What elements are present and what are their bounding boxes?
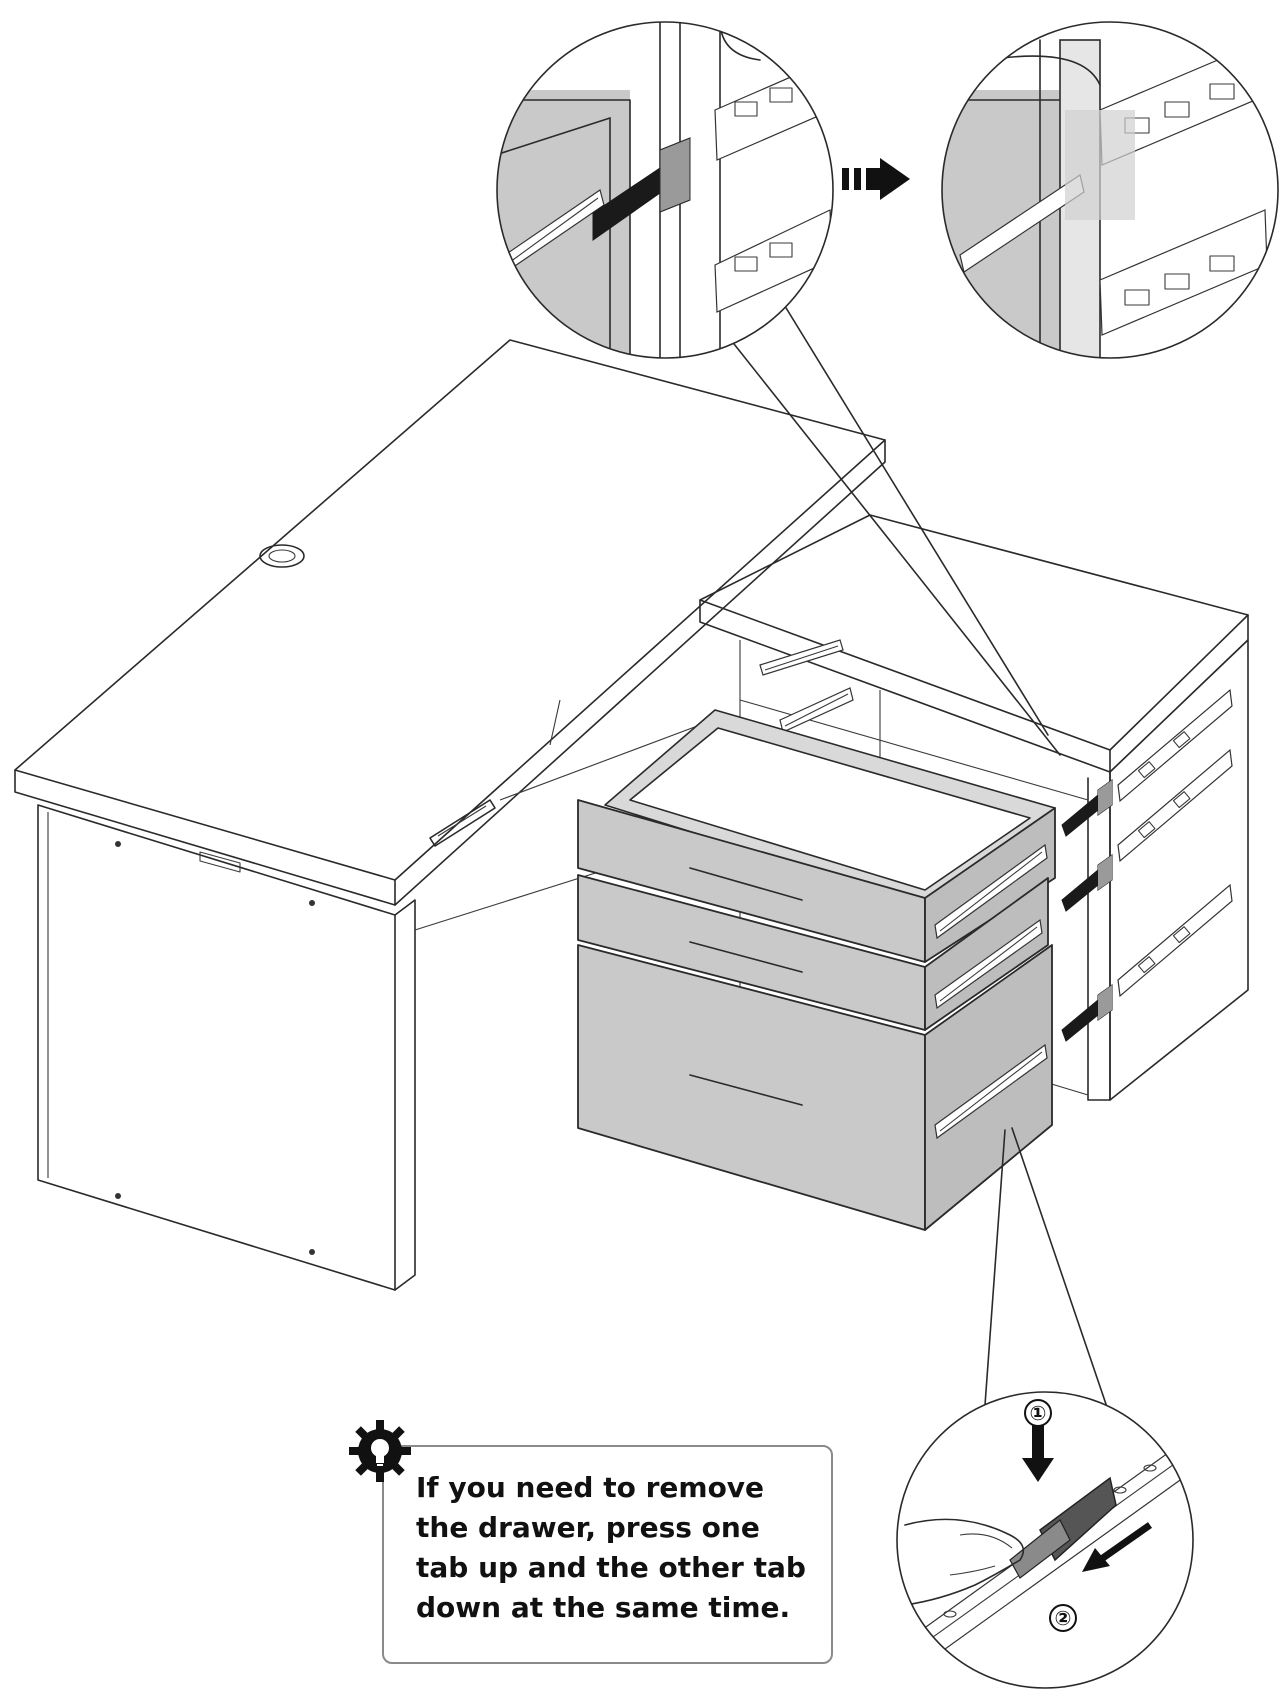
cabinet <box>699 514 1249 1101</box>
step-1-label: ① <box>1030 1401 1047 1425</box>
interior-slide-rails <box>759 639 854 733</box>
pull-arrow-icon <box>1082 1548 1110 1572</box>
cable-grommet-icon <box>259 544 305 568</box>
gear-lightbulb-icon <box>349 1420 411 1482</box>
callout-leader-line <box>714 319 1061 756</box>
insertion-arrows <box>1061 779 1113 1042</box>
press-arrow-icon <box>1022 1458 1054 1482</box>
callout-leader-line <box>771 284 1049 736</box>
detail-circle-release-tab: ① ② <box>896 1391 1194 1689</box>
callout-leader-line <box>984 1129 1006 1406</box>
then-arrow-icon <box>842 158 910 200</box>
detail-circle-after <box>941 21 1279 359</box>
cabinet-top <box>699 514 1249 751</box>
cabinet-slide-rails <box>1117 688 1233 998</box>
control-panel <box>429 799 496 847</box>
drawer-stack <box>577 709 1056 1231</box>
tip-text: If you need to remove the drawer, press … <box>416 1471 806 1624</box>
detail-circle-before <box>496 21 834 359</box>
tip-box <box>382 1445 833 1664</box>
desk <box>14 339 886 1291</box>
hand <box>904 1518 1025 1606</box>
step-2-label: ② <box>1055 1606 1072 1630</box>
drawer-slide-rails <box>934 843 1048 1140</box>
desk-leg-panel <box>37 804 396 1291</box>
